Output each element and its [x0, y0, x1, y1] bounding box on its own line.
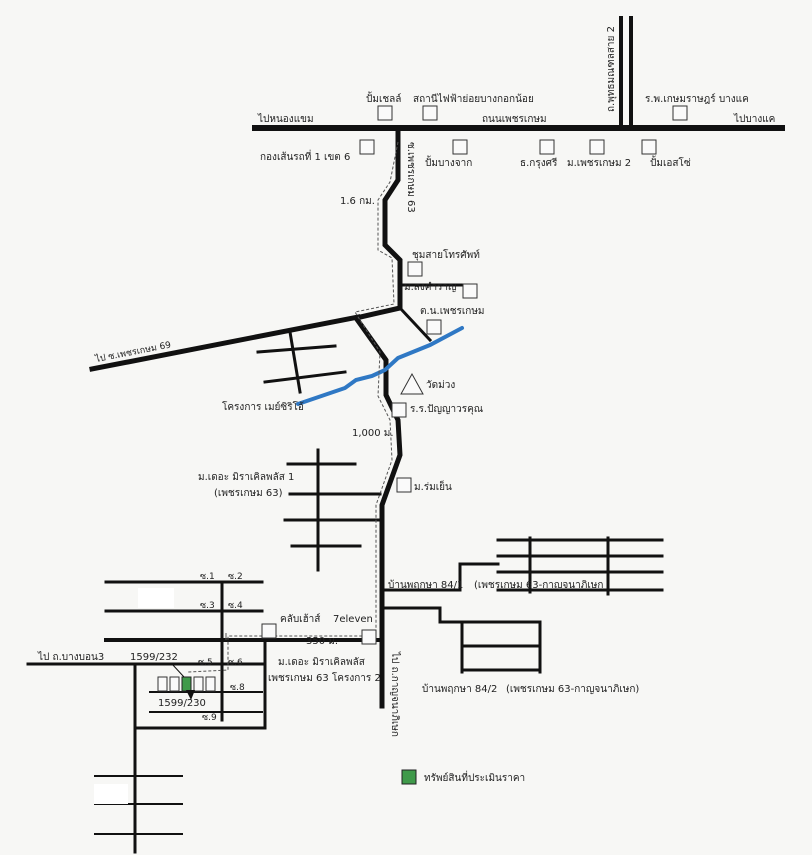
maysiri-soi-2 [263, 370, 347, 384]
krungsri-marker [539, 139, 555, 155]
label-pruksa-84-2-sub: (เพชรเกษม 63-กาญจนาภิเษก) [506, 684, 639, 695]
label-to-kanchanaphisek: ไป ถ.กาญจนาภิเษก [389, 651, 401, 737]
romyen-marker [396, 477, 412, 493]
label-exchange: ชุมสายโทรศัพท์ [412, 248, 480, 261]
label-army: กองเส้นรถที่ 1 เขต 6 [260, 149, 350, 163]
landmark-markers [261, 105, 688, 645]
label-distance-3: 350 ม. [306, 636, 338, 647]
label-soi-4: ซ.4 [228, 601, 243, 611]
label-phutthamonthon-2: ถ.พุทธมณฑลสาย 2 [606, 26, 617, 112]
label-soi-2: ซ.2 [228, 572, 243, 582]
parcel-block [193, 676, 204, 692]
label-hospital: ร.พ.เกษมราษฎร์ บางแค [645, 93, 749, 105]
label-krungsri: ธ.กรุงศรี [520, 157, 558, 169]
label-pruksa-84-1-sub: (เพชรเกษม 63-กาญจนาภิเษก [474, 580, 603, 591]
label-soi-5: ซ.5 [198, 658, 213, 668]
label-parcel-1: 1599/232 [130, 652, 178, 663]
phetkasem2-marker [589, 139, 605, 155]
school-marker [391, 402, 407, 418]
army-marker [359, 139, 375, 155]
label-to-bang-khae: ไปบางแค [733, 113, 775, 125]
label-maysiri: โครงการ เมย์ซิริโอ้ [222, 400, 304, 413]
phetkasem-69-road-line [89, 314, 361, 372]
tambon-marker [426, 319, 442, 335]
label-to-nong-khaem: ไปหนองแขม [257, 113, 314, 125]
label-pruksa-84-1: บ้านพฤกษา 84/1 [388, 579, 463, 591]
label-bangchak: ปั้มบางจาก [425, 155, 472, 169]
parcel-pointer [171, 663, 185, 678]
label-pruksa-84-2: บ้านพฤกษา 84/2 [422, 683, 497, 695]
label-parcel-2: 1599/230 [158, 698, 206, 709]
label-songkham: ม.สงคำราญ [404, 282, 457, 293]
label-seven-eleven: 7eleven [333, 614, 373, 625]
legend-swatch [401, 769, 417, 785]
shell-marker [377, 105, 393, 121]
parcel-block [157, 676, 168, 692]
label-soi-8: ซ.8 [230, 683, 245, 693]
branch-road-school [397, 305, 433, 343]
exchange-marker [407, 261, 423, 277]
label-mirakit-1: ม.เดอะ มิราเคิลพลัส 1 [198, 472, 294, 483]
temple-marker [400, 372, 424, 395]
redaction-patch [94, 784, 128, 804]
subject-property-marker [181, 676, 192, 692]
route-path [187, 141, 399, 673]
legend-label: ทรัพย์สินที่ประเมินราคา [424, 770, 525, 784]
label-soi-6: ซ.6 [228, 658, 243, 668]
hospital-marker [672, 105, 688, 121]
bangchak-marker [452, 139, 468, 155]
canal-river [296, 326, 464, 406]
road-network [26, 16, 785, 854]
parcel-block [205, 676, 216, 692]
label-mirakit-2: ม.เดอะ มิราเคิลพลัส [278, 657, 365, 668]
maysiri-spine [288, 330, 302, 394]
label-esso: ปั้มเอสโซ่ [650, 155, 691, 169]
label-phetkasem-2: ม.เพชรเกษม 2 [567, 158, 631, 169]
redaction-patch [138, 588, 174, 608]
parcel-block [169, 676, 180, 692]
label-soi-3: ซ.3 [200, 601, 215, 611]
songkham-marker [462, 283, 478, 299]
label-phetkasem-63: ซ.เพชรเกษม 63 [405, 142, 416, 213]
label-distance-1: 1.6 กม. [340, 196, 375, 207]
maysiri-soi-1 [256, 344, 337, 354]
label-soi-1: ซ.1 [200, 572, 215, 582]
esso-marker [641, 139, 657, 155]
label-phetkasem-road: ถนนเพชรเกษม [482, 114, 547, 125]
map-labels: ไปหนองแขม ไปบางแค ถนนเพชรเกษม ถ.พุทธมณฑล… [37, 26, 775, 784]
label-mirakit-1-sub: (เพชรเกษม 63) [214, 488, 283, 499]
label-school: ร.ร.ปัญญาวรคุณ [410, 404, 483, 415]
seven-eleven-marker [361, 629, 377, 645]
label-romyen: ม.ร่มเย็น [414, 479, 452, 493]
substation-marker [422, 105, 438, 121]
label-distance-2: 1,000 ม. [352, 428, 394, 439]
label-to-bang-bon-3: ไป ถ.บางบอน3 [37, 651, 104, 663]
label-shell: ปั้มเชลล์ [366, 91, 401, 105]
label-mirakit-2-sub: เพชรเกษม 63 โครงการ 2 [268, 671, 381, 684]
parcel-pointer-arrow [186, 690, 195, 700]
subject-parcels [157, 663, 216, 700]
label-soi-9: ซ.9 [202, 713, 217, 723]
label-clubhouse: คลับเฮ้าส์ [280, 613, 320, 625]
clubhouse-marker [261, 623, 277, 639]
label-substation: สถานีไฟฟ้าย่อยบางกอกน้อย [413, 93, 534, 105]
label-temple: วัดม่วง [426, 380, 455, 391]
label-tambon: ต.น.เพชรเกษม [420, 306, 485, 317]
